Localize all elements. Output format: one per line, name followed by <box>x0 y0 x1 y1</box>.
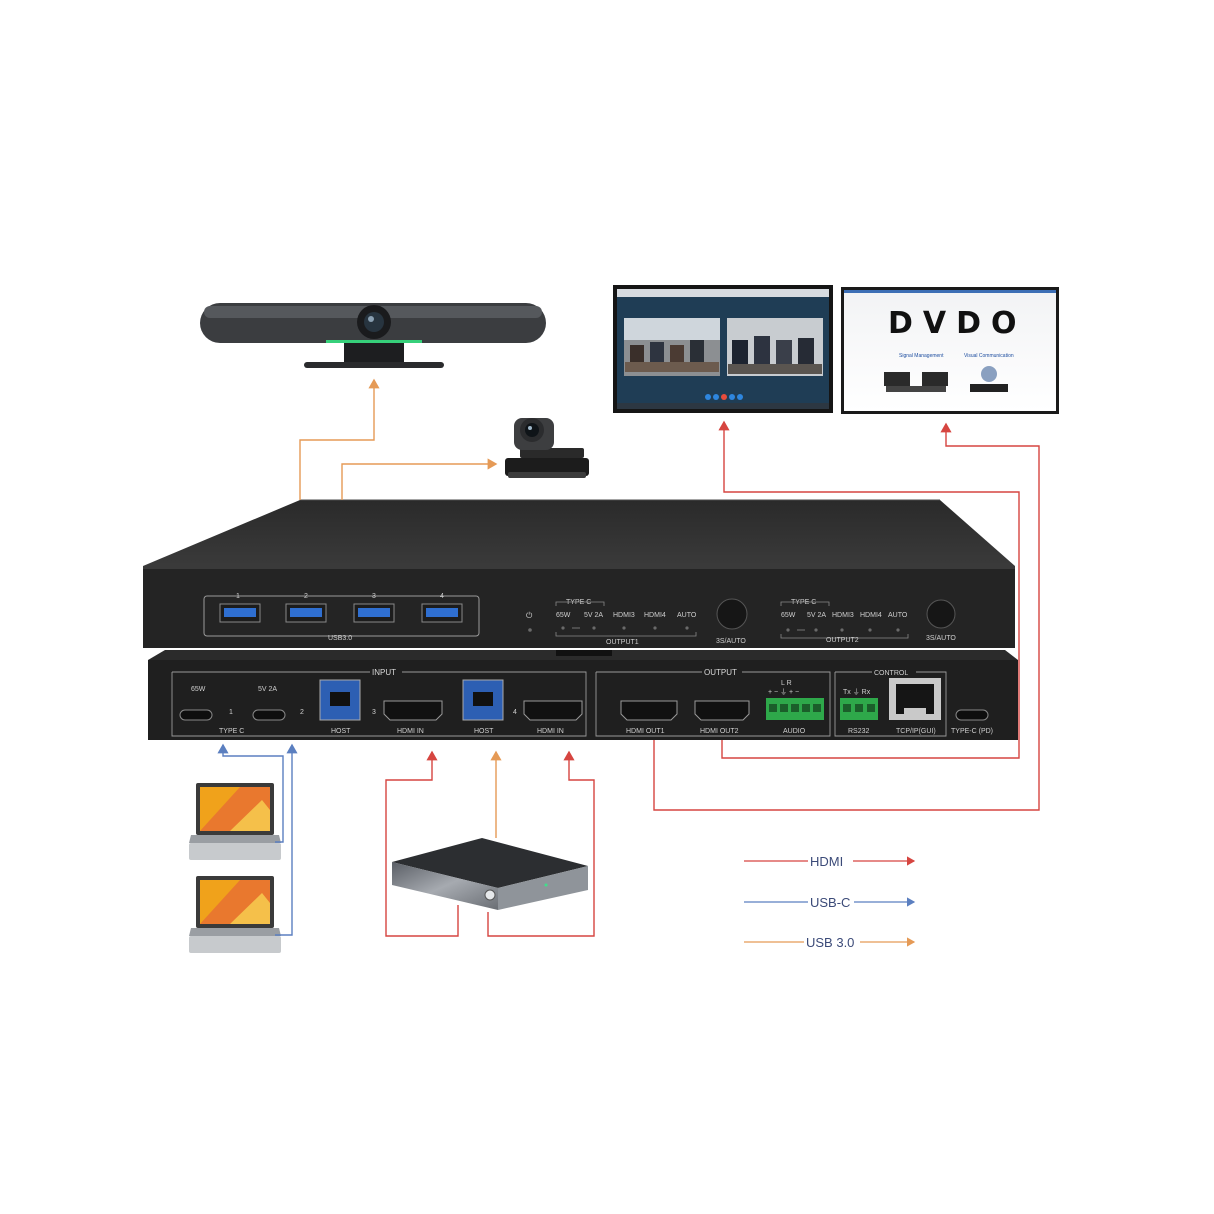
usb3-port-1[interactable] <box>219 603 261 623</box>
output2-group-label: OUTPUT2 <box>826 637 859 644</box>
dvdo-brand: DVDO <box>888 306 1027 341</box>
tcp-ip-label: TCP/IP(GUI) <box>896 728 936 735</box>
mini-pc <box>392 838 588 910</box>
audio-label: AUDIO <box>783 728 806 735</box>
hdmi-in1-label: HDMI IN <box>397 728 424 735</box>
rs232-label: RS232 <box>848 728 870 735</box>
usb-c-lines <box>217 743 298 936</box>
legend-label-usb-c: USB-C <box>810 895 850 910</box>
output1-group-label: OUTPUT1 <box>606 639 639 646</box>
output2-led-label-hdmi3: HDMI3 <box>832 612 854 619</box>
power-icon: ⏻ <box>526 611 533 620</box>
input-number-4: 4 <box>513 709 517 716</box>
typec-65w-label: 65W <box>191 686 206 693</box>
output2-led-label-auto: AUTO <box>888 612 908 619</box>
video-bar-camera <box>200 303 546 368</box>
output2-led-label-hdmi4: HDMI4 <box>860 612 882 619</box>
hdmi-out1-label: HDMI OUT1 <box>626 728 665 735</box>
input-number-1: 1 <box>229 709 233 716</box>
hdmi-in2-label: HDMI IN <box>537 728 564 735</box>
legend-label-hdmi: HDMI <box>810 854 843 869</box>
hdmi-in-port-2[interactable] <box>523 700 583 721</box>
host2-label: HOST <box>474 728 494 735</box>
svg-text:+ − ⏚ + −: + − ⏚ + − <box>768 688 799 696</box>
output1-3s-auto-button[interactable] <box>716 598 748 630</box>
output1-type-c-label: TYPE C <box>566 599 591 606</box>
power-led <box>528 628 532 632</box>
legend-item-usb3: USB 3.0 <box>744 935 916 950</box>
hdmi-out2-label: HDMI OUT2 <box>700 728 739 735</box>
output2-led-label-5v2a: 5V 2A <box>807 612 826 619</box>
output2-button-label: 3S/AUTO <box>926 635 956 642</box>
output1-led-label-auto: AUTO <box>677 612 697 619</box>
input-number-2: 2 <box>300 709 304 716</box>
hdmi-lines <box>385 420 1040 937</box>
output2-led-label-65w: 65W <box>781 612 796 619</box>
host1-label: HOST <box>331 728 351 735</box>
output1-button-label: 3S/AUTO <box>716 638 746 645</box>
usb3-port-4[interactable] <box>421 603 463 623</box>
input-group-label: INPUT <box>372 668 396 677</box>
rs232-terminal-block[interactable] <box>840 698 878 720</box>
usb-host-port-2[interactable] <box>462 679 504 721</box>
usb-host-port-1[interactable] <box>319 679 361 721</box>
usb-port-number-2: 2 <box>304 593 308 600</box>
switcher-front-panel: 1 2 3 4 USB3.0 ⏻ TYPE C 65W 5V 2A HDMI3 … <box>143 499 1015 648</box>
typec-input-2[interactable] <box>252 709 286 721</box>
caption-visual-communication: Visual Communication <box>964 353 1014 359</box>
audio-lr-label: L R <box>781 680 792 687</box>
legend-label-usb3: USB 3.0 <box>806 935 854 950</box>
usb-port-number-4: 4 <box>440 593 444 600</box>
output-group-label: OUTPUT <box>704 668 737 677</box>
hdmi-in-port-1[interactable] <box>383 700 443 721</box>
output2-type-c-label: TYPE C <box>791 599 816 606</box>
output1-led-label-65w: 65W <box>556 612 571 619</box>
output1-led-label-5v2a: 5V 2A <box>584 612 603 619</box>
ptz-camera <box>505 418 589 478</box>
legend: HDMI USB-C USB 3.0 <box>744 854 916 950</box>
legend-item-hdmi: HDMI <box>744 854 916 869</box>
usb3-port-2[interactable] <box>285 603 327 623</box>
output1-led-label-hdmi3: HDMI3 <box>613 612 635 619</box>
control-group-label: CONTROL <box>874 670 908 677</box>
usb-port-number-3: 3 <box>372 593 376 600</box>
usb3-group-label: USB3.0 <box>328 635 352 642</box>
legend-item-usb-c: USB-C <box>744 895 916 910</box>
monitor-video-conference <box>613 285 833 413</box>
typec-pd-port[interactable] <box>955 709 989 721</box>
laptop-1 <box>189 783 281 860</box>
ethernet-port[interactable] <box>889 678 941 720</box>
typec-pd-label: TYPE-C (PD) <box>951 728 993 735</box>
output2-3s-auto-button[interactable] <box>926 599 956 629</box>
rs232-pins-label: Tx ⏚ Rx <box>843 688 871 696</box>
hdmi-out-port-2[interactable] <box>694 700 750 721</box>
laptop-2 <box>189 876 281 953</box>
audio-terminal-block[interactable] <box>766 698 824 720</box>
typec-5v2a-label: 5V 2A <box>258 686 277 693</box>
monitor-dvdo: DVDO Signal Management Visual Communicat… <box>841 287 1059 414</box>
usb3-lines <box>299 378 502 838</box>
output1-led-label-hdmi4: HDMI4 <box>644 612 666 619</box>
usb3-port-3[interactable] <box>353 603 395 623</box>
usb-port-number-1: 1 <box>236 593 240 600</box>
caption-signal-management: Signal Management <box>899 353 944 359</box>
typec-input-1[interactable] <box>179 709 213 721</box>
switcher-rear-panel: INPUT 65W 5V 2A 1 2 TYPE C HOST 3 HDMI I… <box>148 650 1018 740</box>
input-number-3: 3 <box>372 709 376 716</box>
type-c-label: TYPE C <box>219 728 244 735</box>
hdmi-out-port-1[interactable] <box>620 700 678 721</box>
